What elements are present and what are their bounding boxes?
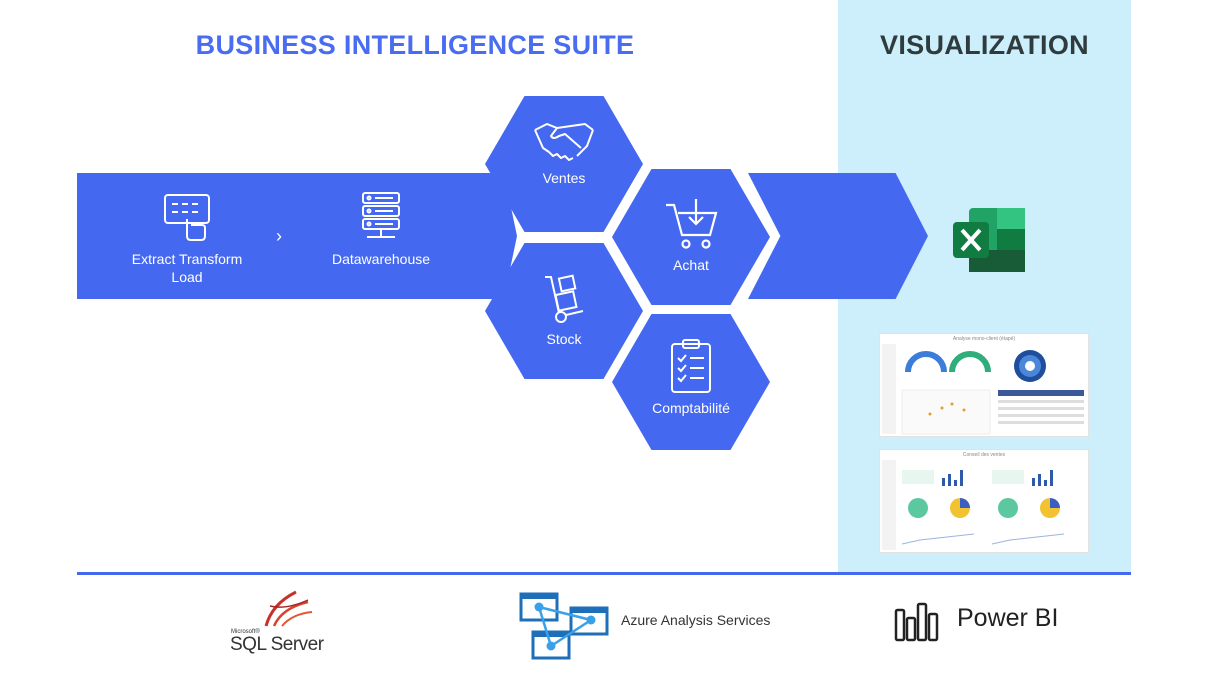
dashboard-2-graphic <box>882 460 1065 550</box>
sql-server-icon <box>264 590 313 627</box>
dashboard-thumbnail-1: Analyse mono-client (étapé) <box>879 333 1089 437</box>
hand-truck-icon <box>545 274 584 323</box>
module-achat-label: Achat <box>673 257 709 273</box>
datawarehouse-step: Datawarehouse <box>310 190 452 268</box>
datawarehouse-label: Datawarehouse <box>331 251 431 267</box>
footer-divider <box>77 572 1131 575</box>
module-comptabilite-label: Comptabilité <box>652 400 730 416</box>
pipeline-band <box>77 173 517 299</box>
module-achat: Achat <box>612 169 770 305</box>
shopping-cart-icon <box>666 199 718 249</box>
etl-label-line2: Load <box>171 269 203 285</box>
etl-step: Extract Transform Load <box>112 192 262 286</box>
sql-server-logo: Microsoft® SQL Server <box>226 586 336 658</box>
visualization-heading: VISUALIZATION <box>880 30 1089 60</box>
module-comptabilite: Comptabilité <box>612 314 770 450</box>
azure-analysis-services-label: Azure Analysis Services <box>621 612 771 628</box>
dashboard-1-graphic <box>882 344 1084 435</box>
sql-server-label: SQL Server <box>230 634 324 655</box>
server-icon <box>362 192 400 238</box>
module-stock-label: Stock <box>546 331 582 347</box>
power-bi-icon <box>894 602 939 642</box>
clipboard-checklist-icon <box>671 339 711 393</box>
etl-label-line1: Extract Transform <box>131 251 243 267</box>
sql-brand-label: Microsoft® <box>231 629 260 635</box>
power-bi-label: Power BI <box>957 604 1059 632</box>
touch-screen-icon <box>164 194 210 241</box>
dashboard-thumbnail-2: Conseil des ventes <box>879 449 1089 553</box>
dashboard-2-title: Conseil des ventes <box>962 452 1006 458</box>
chevron-right-icon: › <box>276 226 282 246</box>
excel-icon <box>953 208 1025 272</box>
module-ventes-label: Ventes <box>542 170 586 186</box>
bi-suite-heading: BUSINESS INTELLIGENCE SUITE <box>195 30 635 60</box>
azure-analysis-services-icon <box>519 592 609 660</box>
handshake-icon <box>534 123 594 161</box>
output-arrow <box>748 173 928 299</box>
dashboard-1-title: Analyse mono-client (étapé) <box>952 336 1016 342</box>
